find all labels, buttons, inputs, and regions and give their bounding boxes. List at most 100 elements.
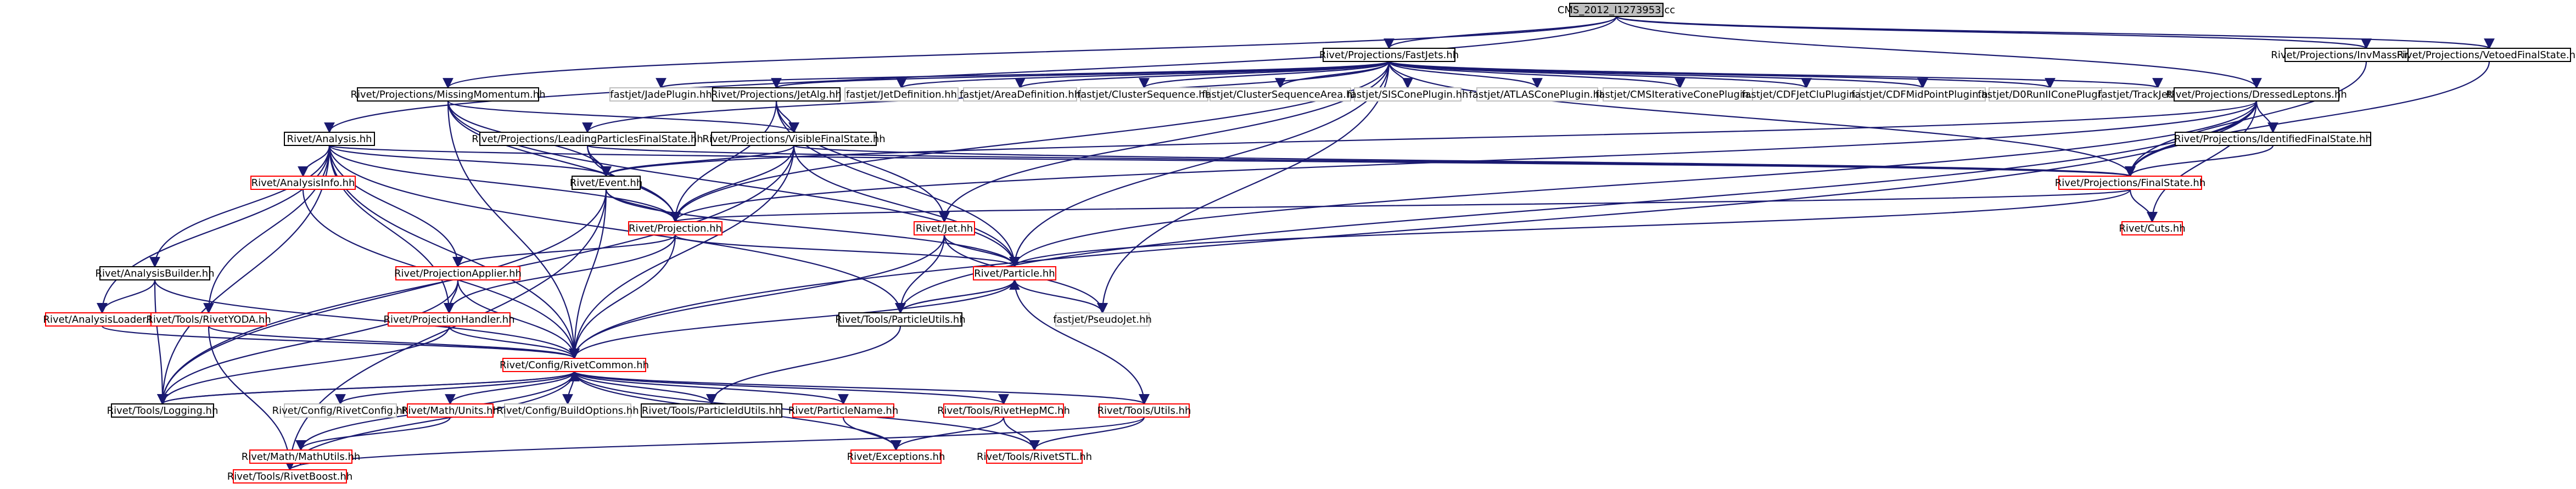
node-label: Rivet/Projections/MissingMomentum.hh xyxy=(350,89,545,100)
node-projapplier[interactable]: Rivet/ProjectionApplier.hh xyxy=(394,266,522,280)
node-rivetyoda[interactable]: Rivet/Tools/RivetYODA.hh xyxy=(146,312,271,327)
node-leadingpart[interactable]: Rivet/Projections/LeadingParticlesFinalS… xyxy=(472,132,703,146)
include-edge xyxy=(1013,279,1150,405)
node-box xyxy=(2175,132,2371,146)
node-box xyxy=(711,132,877,146)
node-projhandler[interactable]: Rivet/ProjectionHandler.hh xyxy=(383,312,515,327)
node-box xyxy=(407,403,494,418)
node-box xyxy=(504,403,631,418)
node-analysisinfo[interactable]: Rivet/AnalysisInfo.hh xyxy=(250,176,356,190)
node-pseudojet[interactable]: fastjet/PseudoJet.hh xyxy=(1053,312,1152,327)
include-edge xyxy=(1615,15,2494,49)
include-edge xyxy=(447,100,1020,268)
node-box xyxy=(45,312,159,327)
include-edge xyxy=(605,189,681,223)
include-edge xyxy=(328,145,906,314)
node-mathutils[interactable]: Rivet/Math/MathUtils.hh xyxy=(242,449,361,464)
include-edge xyxy=(328,145,455,314)
node-jetalg[interactable]: Rivet/Projections/JetAlg.hh xyxy=(711,87,842,102)
node-label: Rivet/ProjectionApplier.hh xyxy=(394,268,522,279)
include-edge xyxy=(569,234,676,359)
node-rivetstl[interactable]: Rivet/Tools/RivetSTL.hh xyxy=(977,449,1092,464)
node-analysisloader[interactable]: Rivet/AnalysisLoader.hh xyxy=(43,312,161,327)
include-edge xyxy=(295,417,451,451)
node-cuts[interactable]: Rivet/Cuts.hh xyxy=(2119,221,2186,235)
node-cdfmidpoint[interactable]: fastjet/CDFMidPointPlugin.hh xyxy=(1851,87,1994,102)
node-vetoed[interactable]: Rivet/Projections/VetoedFinalState.hh xyxy=(2396,48,2576,62)
node-box xyxy=(2407,48,2571,62)
node-logging[interactable]: Rivet/Tools/Logging.hh xyxy=(107,403,219,418)
node-rivetboost[interactable]: Rivet/Tools/RivetBoost.hh xyxy=(227,469,352,484)
node-projection[interactable]: Rivet/Projection.hh xyxy=(628,221,723,235)
node-particle[interactable]: Rivet/Particle.hh xyxy=(973,266,1056,280)
node-jet[interactable]: Rivet/Jet.hh xyxy=(914,221,975,235)
node-exceptions[interactable]: Rivet/Exceptions.hh xyxy=(847,449,945,464)
node-atlascone[interactable]: fastjet/ATLASConePlugin.hh xyxy=(1469,87,1606,102)
node-visiblefs[interactable]: Rivet/Projections/VisibleFinalState.hh xyxy=(702,132,886,146)
node-box xyxy=(1080,87,1208,102)
include-edge xyxy=(1388,60,2055,89)
node-label: fastjet/JetDefinition.hh xyxy=(846,89,957,100)
node-missingmom[interactable]: Rivet/Projections/MissingMomentum.hh xyxy=(350,87,546,102)
node-fastjets[interactable]: Rivet/Projections/FastJets.hh xyxy=(1319,48,1459,62)
include-edge xyxy=(569,234,945,359)
node-event[interactable]: Rivet/Event.hh xyxy=(570,176,642,190)
node-particleutils[interactable]: Rivet/Tools/ParticleUtils.hh xyxy=(835,312,966,327)
node-dressedlep[interactable]: Rivet/Projections/DressedLeptons.hh xyxy=(2166,87,2347,102)
node-areadef[interactable]: fastjet/AreaDefinition.hh xyxy=(960,87,1080,102)
node-box xyxy=(572,176,641,190)
node-jetdef[interactable]: fastjet/JetDefinition.hh xyxy=(844,87,959,102)
node-rivethepmc[interactable]: Rivet/Tools/RivetHepMC.hh xyxy=(937,403,1070,418)
node-label: Rivet/Projections/VetoedFinalState.hh xyxy=(2396,49,2576,61)
include-edge xyxy=(203,145,331,314)
include-edge xyxy=(447,100,799,133)
node-utils[interactable]: Rivet/Tools/Utils.hh xyxy=(1097,403,1191,418)
include-edge xyxy=(1009,189,2131,268)
node-label: Rivet/Exceptions.hh xyxy=(847,451,945,463)
include-edge xyxy=(896,60,1390,89)
include-edge xyxy=(328,145,681,223)
node-box xyxy=(1055,312,1150,327)
node-identifiedfs[interactable]: Rivet/Projections/IdentifiedFinalState.h… xyxy=(2174,132,2372,146)
node-label: Rivet/Tools/RivetSTL.hh xyxy=(977,451,1092,463)
node-label: Rivet/Projections/JetAlg.hh xyxy=(711,89,842,100)
include-edge xyxy=(2129,189,2158,223)
node-siscone[interactable]: fastjet/SISConePlugin.hh xyxy=(1347,87,1469,102)
node-d0runii[interactable]: fastjet/D0RunIIConePlugin.hh xyxy=(1978,87,2123,102)
node-cmsiter[interactable]: fastjet/CMSIterativeConePlugin.hh xyxy=(1595,87,1765,102)
node-rivetcommon[interactable]: Rivet/Config/RivetCommon.hh xyxy=(500,358,649,372)
node-label: Rivet/AnalysisBuilder.hh xyxy=(95,268,214,279)
node-box xyxy=(1752,87,1861,102)
node-particlename[interactable]: Rivet/ParticleName.hh xyxy=(788,403,899,418)
node-label: fastjet/JadePlugin.hh xyxy=(610,89,712,100)
include-edge xyxy=(670,188,2131,223)
include-edge xyxy=(573,370,1009,405)
node-analysis[interactable]: Rivet/Analysis.hh xyxy=(284,132,375,146)
node-box xyxy=(1569,3,1664,17)
node-analysisbuilder[interactable]: Rivet/AnalysisBuilder.hh xyxy=(95,266,215,280)
include-edge xyxy=(208,325,295,471)
node-cdfjetclu[interactable]: fastjet/CDFJetCluPlugin.hh xyxy=(1741,87,1871,102)
include-edge xyxy=(2255,100,2278,133)
node-rivetconfig[interactable]: Rivet/Config/RivetConfig.hh xyxy=(272,403,409,418)
include-edge xyxy=(569,189,607,359)
include-edge xyxy=(2147,100,2258,223)
node-units[interactable]: Rivet/Math/Units.hh xyxy=(401,403,499,418)
node-particleidutils[interactable]: Rivet/Tools/ParticleIdUtils.hh xyxy=(641,403,782,418)
node-box xyxy=(844,87,959,102)
node-buildoptions[interactable]: Rivet/Config/BuildOptions.hh xyxy=(496,403,639,418)
include-edge xyxy=(569,145,795,359)
node-box xyxy=(1476,87,1598,102)
include-edge xyxy=(573,370,1150,405)
node-jadeplugin[interactable]: fastjet/JadePlugin.hh xyxy=(609,87,713,102)
include-edge xyxy=(569,100,2258,359)
node-label: fastjet/CDFMidPointPlugin.hh xyxy=(1851,89,1994,100)
node-finalstate[interactable]: Rivet/Projections/FinalState.hh xyxy=(2055,176,2205,190)
node-clusterseqarea[interactable]: fastjet/ClusterSequenceArea.hh xyxy=(1202,87,1359,102)
node-label: fastjet/CMSIterativeConePlugin.hh xyxy=(1595,89,1765,100)
include-edge xyxy=(97,279,156,314)
node-clusterseq[interactable]: fastjet/ClusterSequence.hh xyxy=(1077,87,1211,102)
node-label: fastjet/ClusterSequenceArea.hh xyxy=(1202,89,1359,100)
include-edge xyxy=(601,100,2258,177)
node-box xyxy=(1323,48,1455,62)
